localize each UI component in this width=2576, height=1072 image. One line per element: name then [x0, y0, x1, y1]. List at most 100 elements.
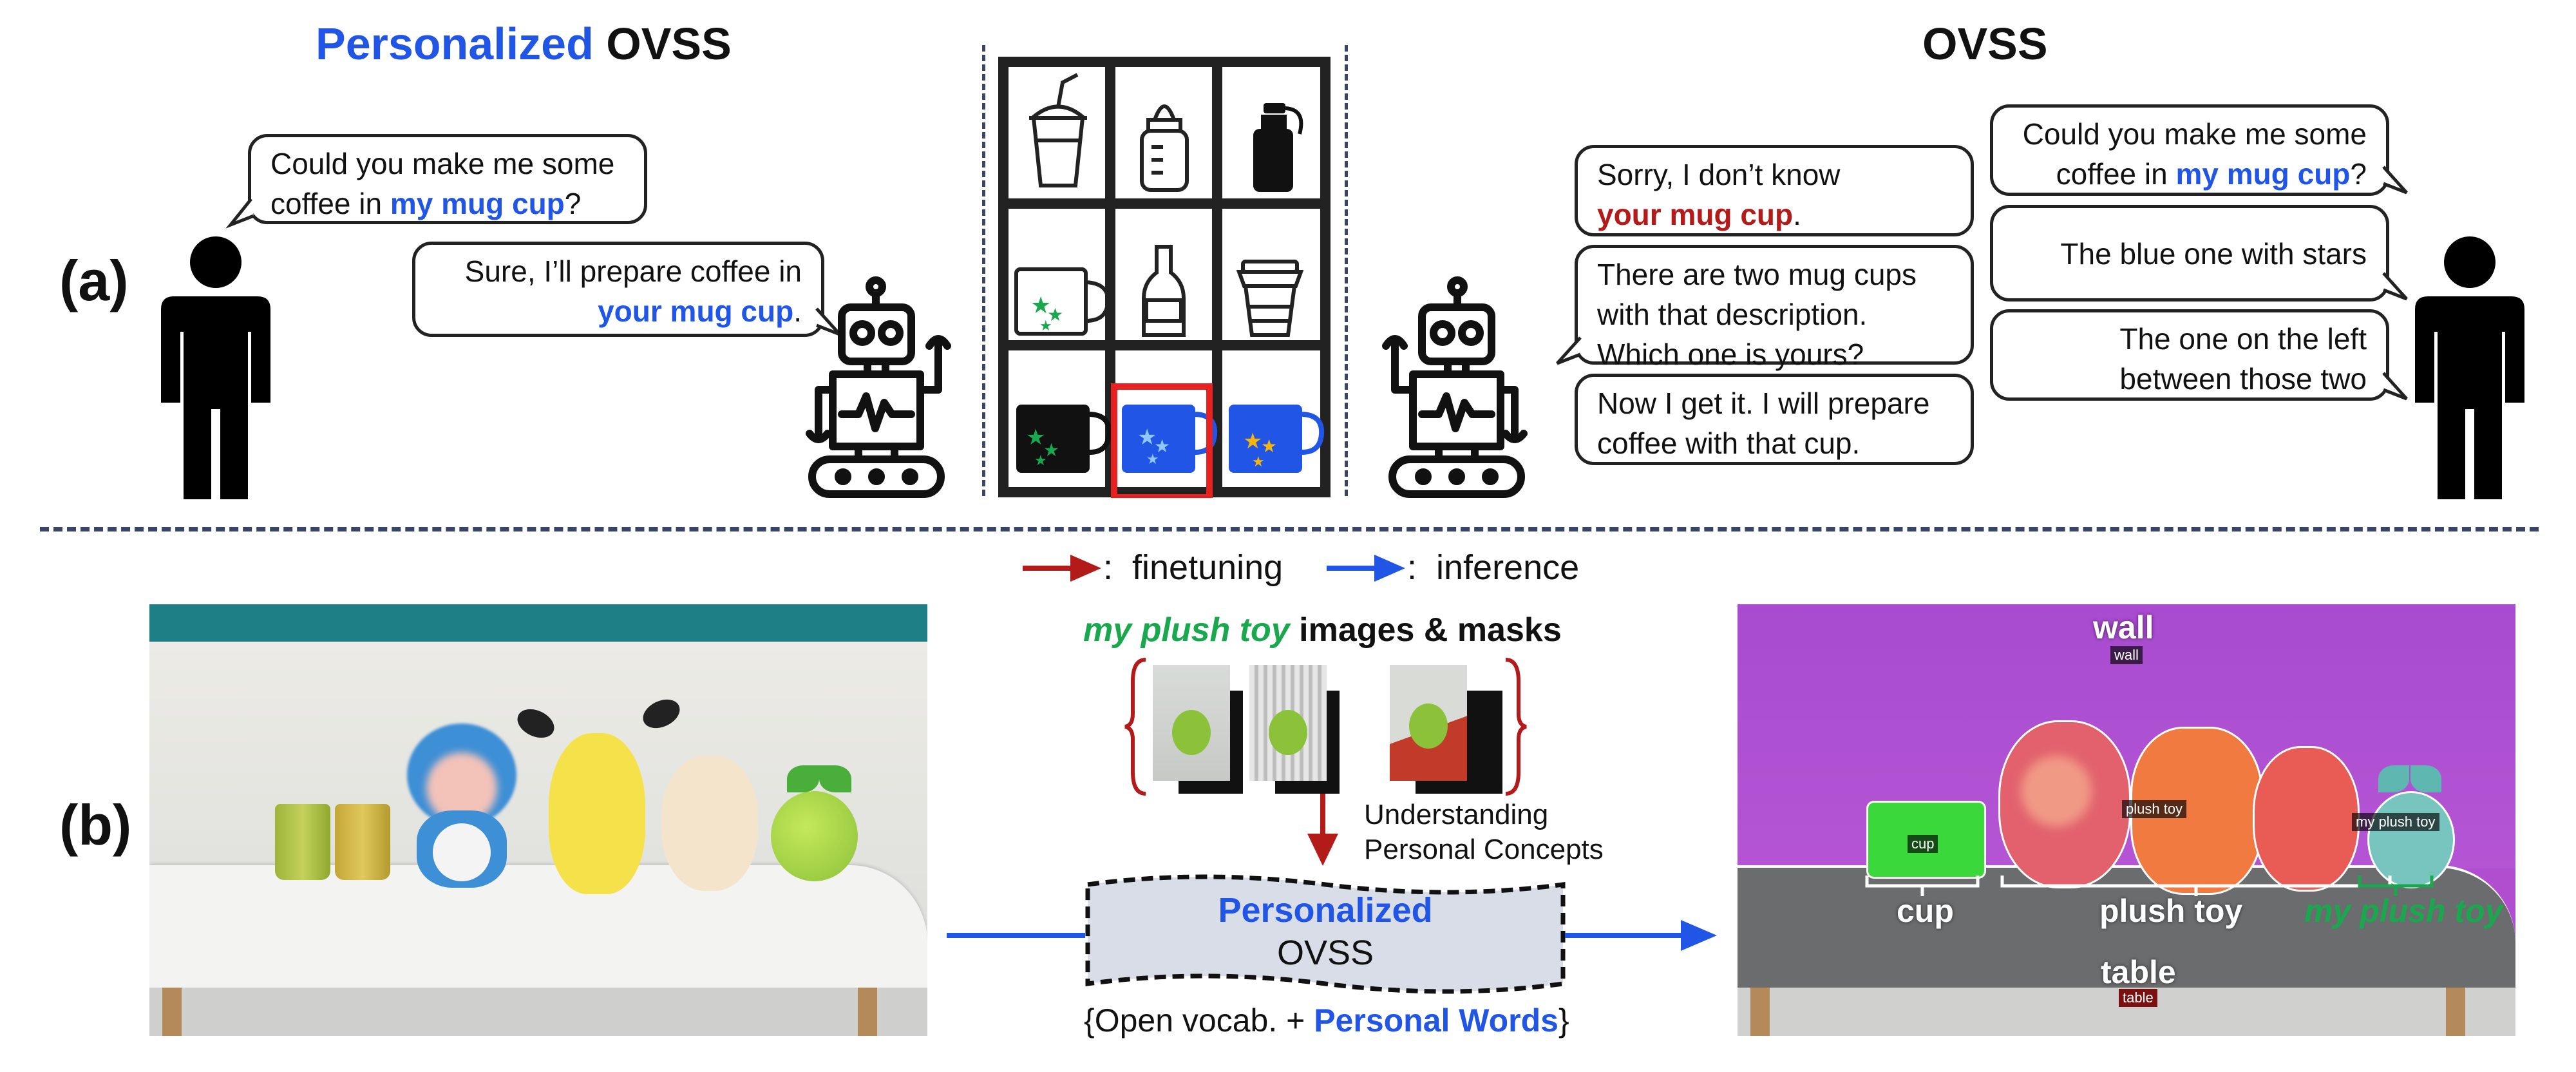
- robot-icon: [806, 276, 951, 498]
- my-plush-toy-bracket: [2358, 876, 2434, 896]
- left-brace-icon: [1124, 658, 1146, 796]
- seg-label-wall: wall: [2093, 609, 2154, 646]
- cup-shelf: ★★★ ★★★ ★★★ ★★★: [998, 57, 1331, 498]
- user-person-icon: [2415, 236, 2524, 499]
- seg-tag-table: table: [2119, 989, 2157, 1007]
- svg-text:★: ★: [1252, 454, 1265, 470]
- panel-a-label: (a): [59, 249, 129, 312]
- user-person-icon: [161, 236, 270, 499]
- understanding-label: Understanding Personal Concepts: [1364, 798, 1604, 867]
- robot-reply-line2: your mug cup.: [598, 294, 802, 328]
- right-title: OVSS: [1922, 19, 2048, 69]
- iced-drink-icon: [1029, 73, 1087, 187]
- inference-input-arrow: [947, 933, 1085, 938]
- panel-b-label: (b): [59, 793, 132, 857]
- my-plush-toy-mask: [2367, 791, 2455, 888]
- plush-toy-bracket: [2000, 876, 2392, 896]
- user-clarify-line2: between those two: [2119, 362, 2367, 396]
- svg-text:★: ★: [1146, 451, 1159, 467]
- model-box-line2: OVSS: [1276, 933, 1374, 972]
- input-scene-image: [149, 604, 927, 1036]
- cup-object: [275, 804, 330, 880]
- bubble-tail: [2382, 372, 2408, 401]
- svg-text:★: ★: [1154, 436, 1170, 456]
- my-plush-toy-object: [771, 791, 858, 881]
- robot-question-bubble: There are two mug cups with that descrip…: [1575, 245, 1974, 371]
- svg-text:★: ★: [1026, 425, 1045, 450]
- robot-confirm-line1: Now I get it. I will prepare: [1597, 387, 1930, 420]
- finetuning-down-arrow: [1307, 794, 1338, 866]
- understanding-line1: Understanding: [1364, 799, 1549, 830]
- robot-confirm-bubble: Now I get it. I will prepare coffee with…: [1575, 374, 1974, 465]
- personal-image-thumb-2: [1249, 665, 1340, 794]
- user-request-right-line2: coffee in my mug cup?: [2056, 157, 2367, 191]
- seg-label-plush-toy: plush toy: [2099, 893, 2243, 929]
- personalized-ovss-model: [1085, 874, 1566, 994]
- baby-bottle-icon: [1140, 104, 1189, 192]
- seg-label-table: table: [2101, 954, 2176, 990]
- takeaway-cup-icon: [1236, 260, 1304, 337]
- robot-reply-bubble: Sure, I’ll prepare coffee in your mug cu…: [412, 242, 824, 337]
- svg-text:★: ★: [1030, 292, 1051, 318]
- svg-text:★: ★: [1043, 440, 1059, 460]
- plush-toy-object: [661, 756, 758, 891]
- model-box-line1: Personalized: [1218, 891, 1433, 930]
- model-box-label: Personalized OVSS: [1084, 889, 1567, 974]
- blue-mug-yellow-star-icon: ★★★: [1229, 405, 1325, 473]
- svg-text:★: ★: [1137, 425, 1157, 450]
- divider-left: [982, 45, 985, 496]
- bubble-tail: [2382, 272, 2408, 301]
- robot-reply-line1: Sure, I’ll prepare coffee in: [464, 254, 802, 288]
- personal-image-thumb-1: [1153, 665, 1243, 794]
- svg-text:★: ★: [1039, 318, 1052, 334]
- left-title-highlight: Personalized: [316, 19, 594, 69]
- user-clarify-bubble: The one on the left between those two: [1990, 309, 2389, 401]
- personal-images-title: my plush toy images & masks: [1083, 611, 1562, 649]
- table-surface: [149, 865, 927, 988]
- right-brace-icon: [1505, 658, 1527, 796]
- left-title: Personalized OVSS: [316, 18, 732, 70]
- left-title-rest: OVSS: [593, 19, 732, 69]
- user-answer-bubble: The blue one with stars: [1990, 205, 2389, 302]
- robot-unknown-bubble: Sorry, I don’t know your mug cup.: [1575, 145, 1974, 236]
- user-request-right-line1: Could you make me some: [2022, 117, 2367, 151]
- svg-text:★: ★: [1047, 305, 1063, 325]
- robot-question-line3: Which one is yours?: [1597, 338, 1864, 371]
- user-answer-line: The blue one with stars: [2060, 237, 2367, 271]
- water-bottle-icon: [1253, 103, 1303, 192]
- bubble-tail: [225, 198, 254, 229]
- user-request-line2: coffee in my mug cup?: [270, 187, 582, 220]
- svg-text:★: ★: [1243, 429, 1262, 454]
- plush-toy-object: [549, 733, 645, 894]
- robot-unknown-line2: your mug cup.: [1597, 198, 1801, 231]
- user-request-line1: Could you make me some: [270, 147, 615, 180]
- svg-text:★: ★: [1034, 452, 1047, 468]
- robot-question-line1: There are two mug cups: [1597, 258, 1917, 291]
- seg-label-cup: cup: [1897, 893, 1954, 929]
- bubble-tail: [2382, 166, 2408, 195]
- user-request-bubble: Could you make me some coffee in my mug …: [248, 134, 647, 224]
- divider-right: [1345, 45, 1348, 496]
- personal-image-thumb-3: [1390, 665, 1502, 794]
- finetuning-arrow-icon: [1023, 555, 1101, 582]
- selected-cup-highlight: [1111, 383, 1213, 498]
- understanding-line2: Personal Concepts: [1364, 834, 1604, 865]
- legend-finetuning: : finetuning: [1103, 548, 1283, 587]
- svg-text:★: ★: [1261, 436, 1277, 456]
- cup-object: [335, 804, 390, 880]
- user-clarify-line1: The one on the left: [2119, 322, 2367, 356]
- robot-question-line2: with that description.: [1597, 298, 1868, 331]
- glass-bottle-icon: [1142, 245, 1186, 337]
- seg-tag-my-plush: my plush toy: [2352, 813, 2439, 831]
- star-mug-icon: ★★★: [1014, 267, 1110, 336]
- robot-icon: [1382, 276, 1528, 498]
- user-request-bubble-right: Could you make me some coffee in my mug …: [1990, 104, 2389, 196]
- inference-output-arrow: [1565, 920, 1717, 951]
- robot-unknown-line1: Sorry, I don’t know: [1597, 158, 1841, 191]
- robot-confirm-line2: coffee with that cup.: [1597, 426, 1861, 460]
- bubble-tail: [1556, 336, 1582, 365]
- inference-arrow-icon: [1327, 555, 1405, 582]
- section-separator: [40, 527, 2539, 531]
- cup-bracket: [1865, 876, 1980, 896]
- plush-toy-mask: [2253, 746, 2360, 892]
